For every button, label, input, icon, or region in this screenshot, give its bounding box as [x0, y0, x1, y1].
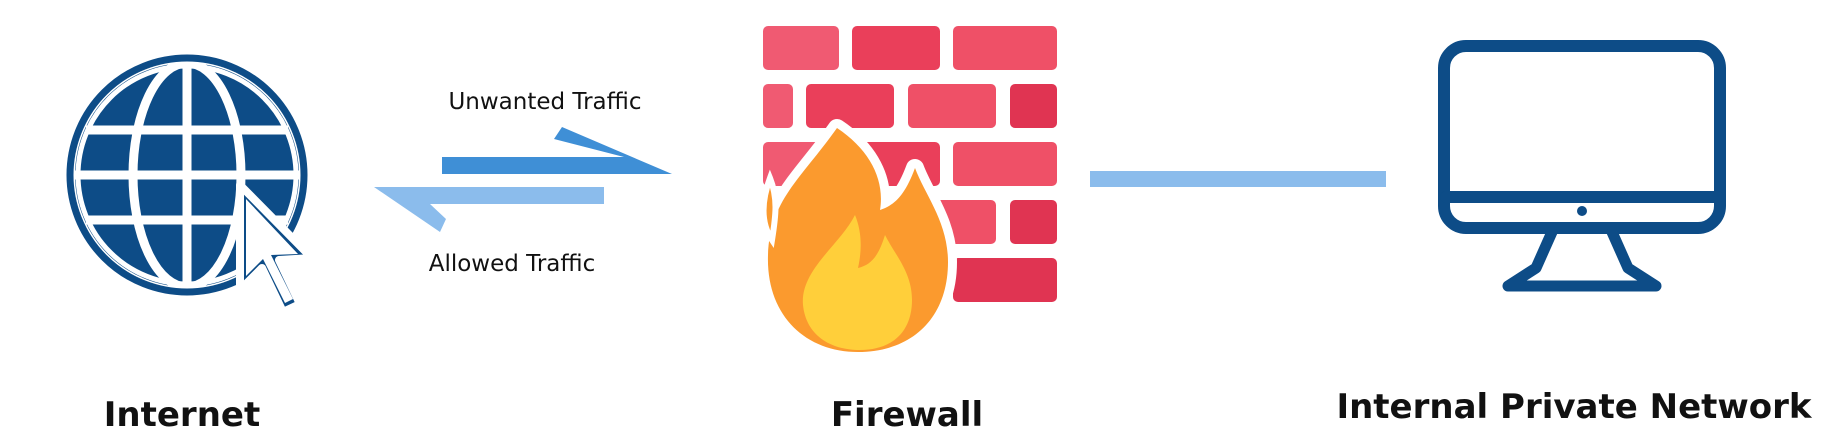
firewall-network-link: [1090, 171, 1386, 187]
unwanted-traffic-edge: Unwanted Traffic: [442, 89, 672, 174]
unwanted-traffic-arrow: [442, 127, 672, 174]
monitor-icon: [1438, 40, 1726, 292]
firewall-node: Firewall: [758, 26, 1057, 435]
unwanted-traffic-label: Unwanted Traffic: [448, 89, 641, 115]
internet-node: Internet: [66, 54, 316, 435]
fire-flame: [758, 119, 957, 361]
firewall-label: Firewall: [831, 395, 983, 435]
internet-label: Internet: [104, 395, 260, 435]
brick-wall-fire-icon: [758, 26, 1057, 361]
allowed-traffic-edge: Allowed Traffic: [374, 187, 604, 277]
network-node: Internal Private Network: [1336, 40, 1813, 427]
globe-cursor-icon: [66, 54, 316, 316]
network-label: Internal Private Network: [1336, 387, 1812, 427]
allowed-traffic-label: Allowed Traffic: [429, 251, 596, 277]
allowed-traffic-arrow: [374, 187, 604, 232]
